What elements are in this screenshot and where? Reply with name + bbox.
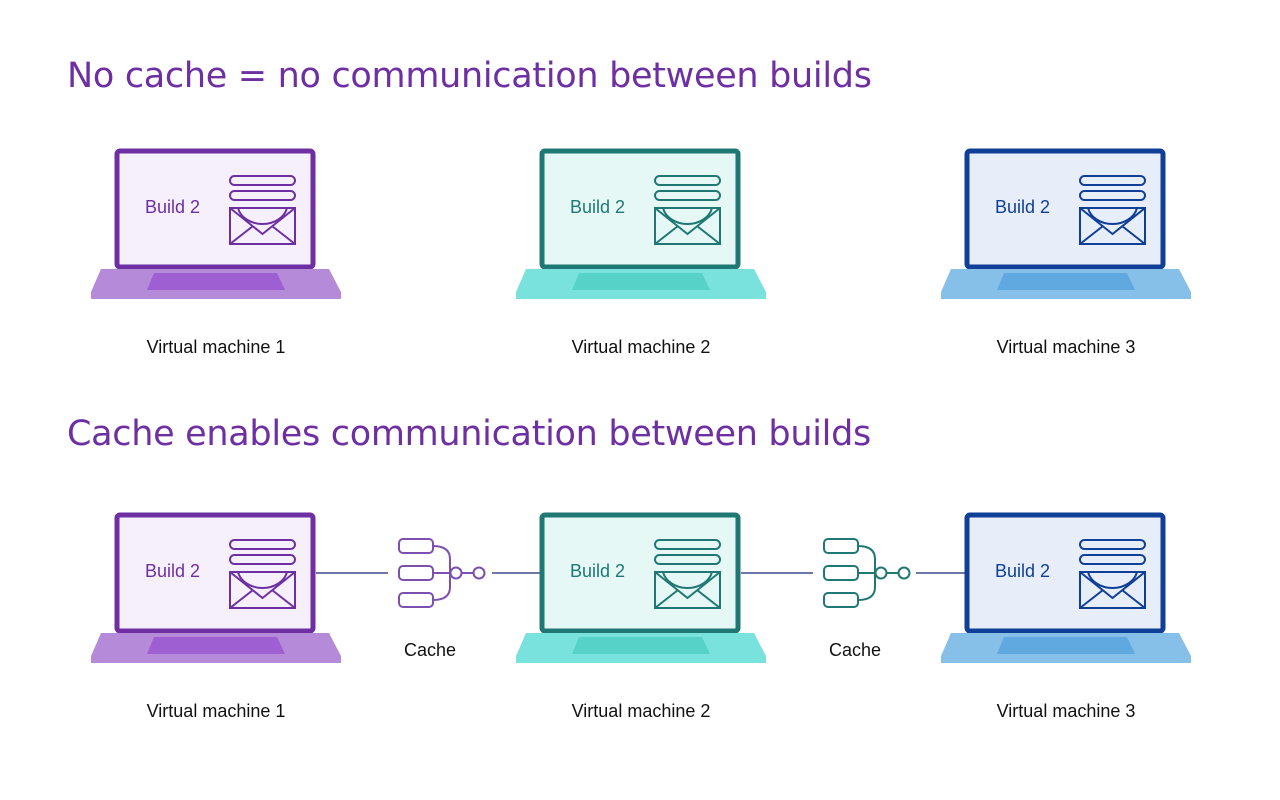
document-icon bbox=[654, 539, 721, 609]
build-label: Build 2 bbox=[145, 197, 200, 217]
laptop-keyboard bbox=[572, 273, 710, 290]
vm-label: Virtual machine 1 bbox=[147, 337, 286, 357]
vm-label: Virtual machine 2 bbox=[572, 701, 711, 721]
laptop-blue: Build 2 bbox=[941, 512, 1191, 663]
laptop-screen bbox=[539, 148, 741, 270]
laptop-blue: Build 2 bbox=[941, 148, 1191, 299]
cache-label: Cache bbox=[829, 640, 881, 660]
vm-label: Virtual machine 1 bbox=[147, 701, 286, 721]
section-title-no-cache: No cache = no communication between buil… bbox=[67, 56, 872, 96]
laptop-keyboard bbox=[147, 273, 285, 290]
laptop-keyboard bbox=[997, 273, 1135, 290]
laptop-purple: Build 2 bbox=[91, 148, 341, 299]
laptop-keyboard bbox=[147, 637, 285, 654]
vm-label: Virtual machine 3 bbox=[997, 337, 1136, 357]
cache-icon bbox=[398, 538, 486, 608]
laptop-screen bbox=[964, 512, 1166, 634]
document-icon bbox=[654, 175, 721, 245]
document-icon bbox=[229, 175, 296, 245]
document-icon bbox=[1079, 175, 1146, 245]
vm-label: Virtual machine 3 bbox=[997, 701, 1136, 721]
cache-icon bbox=[823, 538, 911, 608]
laptop-screen bbox=[964, 148, 1166, 270]
build-label: Build 2 bbox=[145, 561, 200, 581]
cache-label: Cache bbox=[404, 640, 456, 660]
laptop-keyboard bbox=[997, 637, 1135, 654]
laptop-screen bbox=[114, 148, 316, 270]
vm-label: Virtual machine 2 bbox=[572, 337, 711, 357]
build-label: Build 2 bbox=[995, 561, 1050, 581]
laptop-teal: Build 2 bbox=[516, 148, 766, 299]
laptop-screen bbox=[539, 512, 741, 634]
laptop-purple: Build 2 bbox=[91, 512, 341, 663]
build-label: Build 2 bbox=[570, 197, 625, 217]
laptop-teal: Build 2 bbox=[516, 512, 766, 663]
document-icon bbox=[229, 539, 296, 609]
laptop-screen bbox=[114, 512, 316, 634]
section-title-cache: Cache enables communication between buil… bbox=[67, 414, 871, 454]
build-label: Build 2 bbox=[570, 561, 625, 581]
document-icon bbox=[1079, 539, 1146, 609]
laptop-keyboard bbox=[572, 637, 710, 654]
build-label: Build 2 bbox=[995, 197, 1050, 217]
